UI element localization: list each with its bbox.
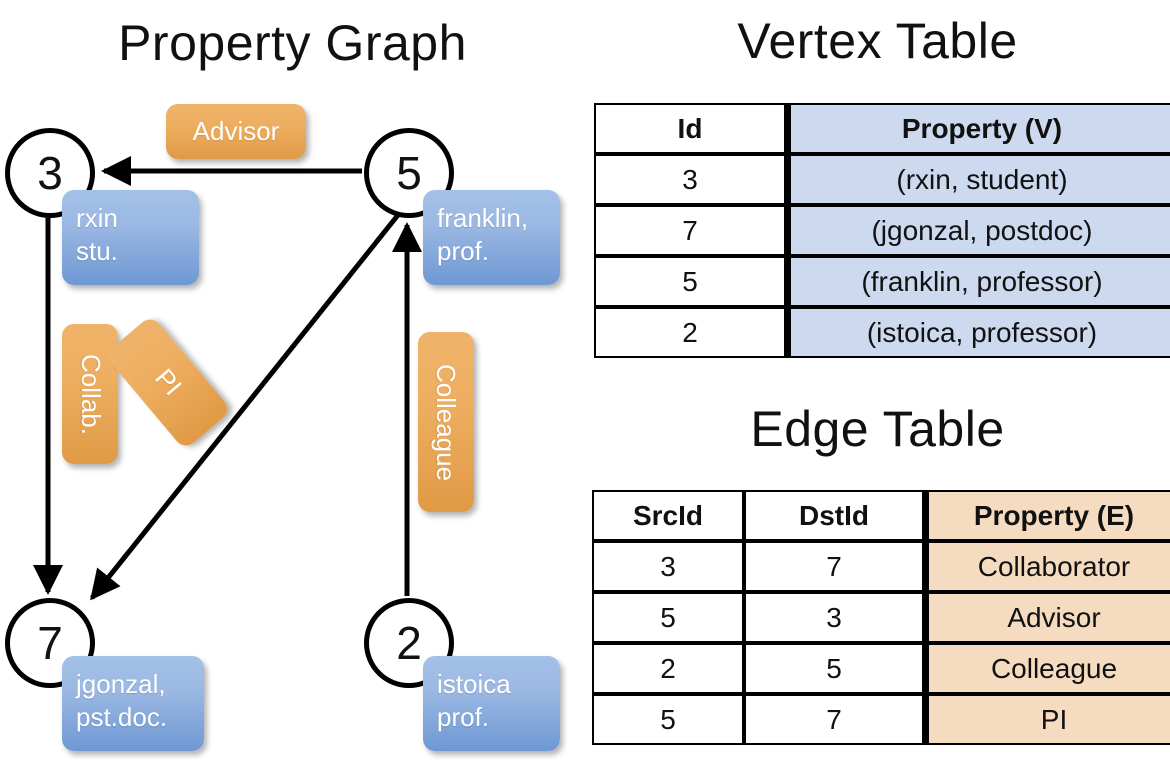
edge-table-header-property: Property (E) <box>924 490 1170 541</box>
edge-table-header-dstid: DstId <box>744 490 924 541</box>
vertex-property-box-3-line1: rxin <box>76 203 118 233</box>
edge-table-cell-srcid: 5 <box>592 694 744 745</box>
table-row: 5 3 Advisor <box>592 592 1170 643</box>
edge-table-cell-dstid: 7 <box>744 541 924 592</box>
vertex-property-box-2-line1: istoica <box>437 669 511 699</box>
edge-label-colleague[interactable]: Colleague <box>418 332 474 512</box>
vertex-node-3-id: 3 <box>37 147 63 199</box>
edge-label-collab-text: Collab. <box>75 353 106 435</box>
vertex-table-cell-property: (rxin, student) <box>786 154 1170 205</box>
edge-table: SrcId DstId Property (E) 3 7 Collaborato… <box>592 490 1170 745</box>
edge-label-advisor-text: Advisor <box>192 116 280 146</box>
edge-table-header-srcid: SrcId <box>592 490 744 541</box>
vertex-table-cell-id: 5 <box>594 256 786 307</box>
vertex-table-header-row: Id Property (V) <box>594 103 1170 154</box>
vertex-table-cell-property: (franklin, professor) <box>786 256 1170 307</box>
edge-table-cell-srcid: 2 <box>592 643 744 694</box>
vertex-table-header-id: Id <box>594 103 786 154</box>
edge-table-header-row: SrcId DstId Property (E) <box>592 490 1170 541</box>
vertex-property-box-7[interactable]: jgonzal, pst.doc. <box>62 656 204 751</box>
edge-table-cell-property: Colleague <box>924 643 1170 694</box>
vertex-property-box-5[interactable]: franklin, prof. <box>423 190 560 285</box>
vertex-node-2-id: 2 <box>396 617 422 669</box>
vertex-table: Id Property (V) 3 (rxin, student) 7 (jgo… <box>594 103 1170 358</box>
page-title-edge-table: Edge Table <box>750 401 1005 457</box>
vertex-property-box-5-line2: prof. <box>437 235 490 266</box>
table-row: 7 (jgonzal, postdoc) <box>594 205 1170 256</box>
vertex-property-box-2-line2: prof. <box>437 701 490 732</box>
page-title-property-graph: Property Graph <box>118 15 467 71</box>
vertex-table-cell-id: 7 <box>594 205 786 256</box>
table-row: 5 7 PI <box>592 694 1170 745</box>
edge-table-cell-dstid: 7 <box>744 694 924 745</box>
vertex-node-7-id: 7 <box>37 617 63 669</box>
table-row: 2 5 Colleague <box>592 643 1170 694</box>
table-row: 5 (franklin, professor) <box>594 256 1170 307</box>
vertex-property-box-2[interactable]: istoica prof. <box>423 656 560 751</box>
property-graph-diagram: 3 5 7 2 rxin stu. franklin, prof. jgonza… <box>5 104 560 751</box>
edge-table-cell-dstid: 3 <box>744 592 924 643</box>
vertex-node-5[interactable]: 5 <box>364 128 454 218</box>
vertex-table-cell-id: 2 <box>594 307 786 358</box>
edge-label-advisor[interactable]: Advisor <box>166 104 306 159</box>
vertex-property-box-3-line2: stu. <box>76 235 118 266</box>
edge-table-cell-property: PI <box>924 694 1170 745</box>
vertex-table-cell-property: (jgonzal, postdoc) <box>786 205 1170 256</box>
edge-label-pi-text: PI <box>148 363 188 402</box>
page-title-vertex-table: Vertex Table <box>737 13 1018 69</box>
graph-edge-arrows <box>33 156 422 601</box>
edge-table-cell-property: Advisor <box>924 592 1170 643</box>
vertex-property-box-7-line2: pst.doc. <box>76 701 168 732</box>
vertex-table-header-property: Property (V) <box>786 103 1170 154</box>
vertex-table-cell-property: (istoica, professor) <box>786 307 1170 358</box>
edge-arrow-5-to-7 <box>90 213 400 601</box>
table-row: 2 (istoica, professor) <box>594 307 1170 358</box>
edge-table-cell-dstid: 5 <box>744 643 924 694</box>
table-row: 3 (rxin, student) <box>594 154 1170 205</box>
vertex-node-2[interactable]: 2 <box>364 598 454 688</box>
vertex-property-box-5-line1: franklin, <box>437 203 529 233</box>
table-row: 3 7 Collaborator <box>592 541 1170 592</box>
edge-label-collab[interactable]: Collab. <box>62 324 118 464</box>
vertex-node-5-id: 5 <box>396 147 422 199</box>
vertex-property-box-7-line1: jgonzal, <box>76 669 166 699</box>
edge-table-cell-srcid: 3 <box>592 541 744 592</box>
vertex-table-cell-id: 3 <box>594 154 786 205</box>
edge-table-cell-property: Collaborator <box>924 541 1170 592</box>
vertex-property-box-3[interactable]: rxin stu. <box>62 190 199 285</box>
edge-table-cell-srcid: 5 <box>592 592 744 643</box>
edge-label-colleague-text: Colleague <box>431 363 462 481</box>
